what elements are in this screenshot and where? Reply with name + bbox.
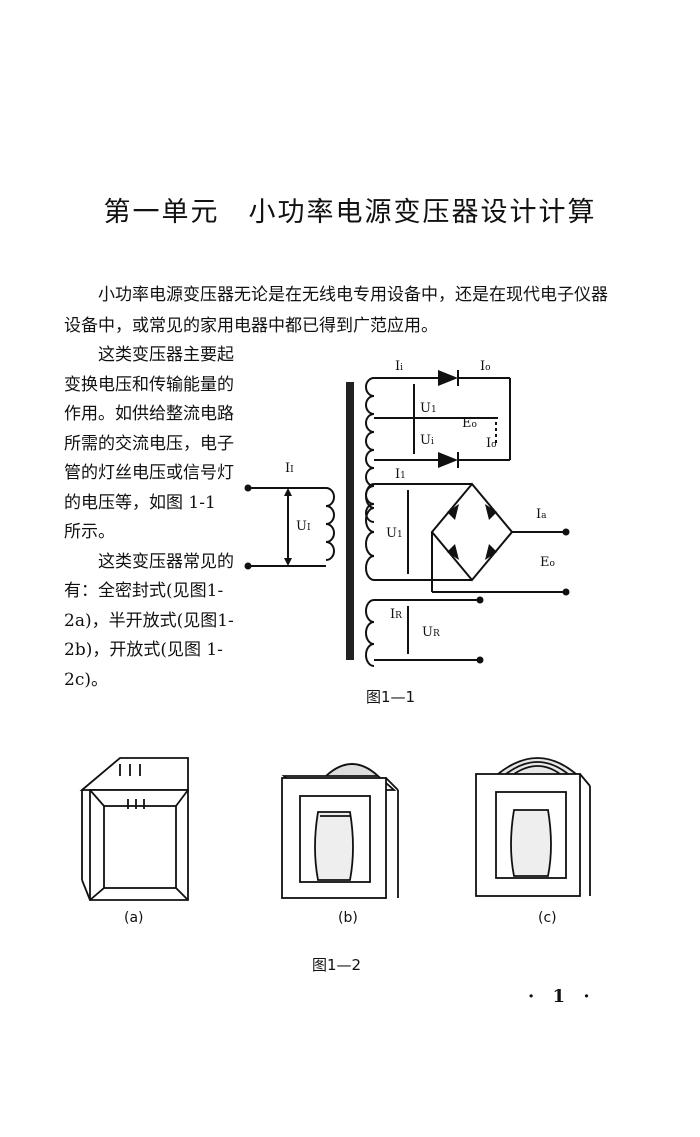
paragraph-types: 这类变压器常见的有：全密封式(见图1-2a)，半开放式(见图1-2b)，开放式(… xyxy=(64,551,234,690)
transformer-open-drawing xyxy=(475,757,591,897)
page-number: · 1 · xyxy=(528,986,596,1007)
label-primary-voltage: UI xyxy=(296,519,311,534)
secondary-coil-bottom xyxy=(365,599,375,667)
label-eo-bridge: Eo xyxy=(540,555,555,570)
figure-1-2b-caption: (b) xyxy=(338,910,358,926)
label-eo-top: Eo xyxy=(462,416,477,431)
label-i1-mid: I1 xyxy=(395,467,406,482)
figure-1-2a-caption: (a) xyxy=(124,910,144,926)
label-ia: Ia xyxy=(536,507,547,522)
paragraph-function: 这类变压器主要起变换电压和传输能量的作用。如供给整流电路所需的交流电压，电子管的… xyxy=(64,345,234,542)
transformer-sealed-drawing xyxy=(79,757,189,901)
intro-paragraph: 小功率电源变压器无论是在无线电专用设备中，还是在现代电子仪器设备中，或常见的家用… xyxy=(64,285,608,336)
chapter-title: 第一单元 小功率电源变压器设计计算 xyxy=(103,197,597,228)
label-u1-top: U1 xyxy=(420,401,437,416)
figure-1-1-caption: 图1—1 xyxy=(366,688,416,706)
transformer-half-open-drawing xyxy=(281,763,399,899)
secondary-coil-top xyxy=(365,377,375,523)
label-io-mid: Io xyxy=(486,436,497,451)
label-ir: IR xyxy=(390,607,402,622)
label-ur: UR xyxy=(422,625,440,640)
label-io-top: Io xyxy=(480,359,491,374)
primary-coil xyxy=(325,487,335,561)
left-column-text: 这类变压器主要起变换电压和传输能量的作用。如供给整流电路所需的交流电压，电子管的… xyxy=(64,341,234,695)
transformer-core xyxy=(346,382,354,660)
secondary-coil-middle xyxy=(365,483,375,581)
figure-1-2c-caption: (c) xyxy=(538,910,557,926)
label-u1-mid: U1 xyxy=(386,526,403,541)
figure-1-2-caption: 图1—2 xyxy=(312,956,362,974)
label-i1-top: Ii xyxy=(395,359,403,374)
label-ui-mid: Ui xyxy=(420,433,434,448)
label-primary-current: II xyxy=(285,461,294,476)
